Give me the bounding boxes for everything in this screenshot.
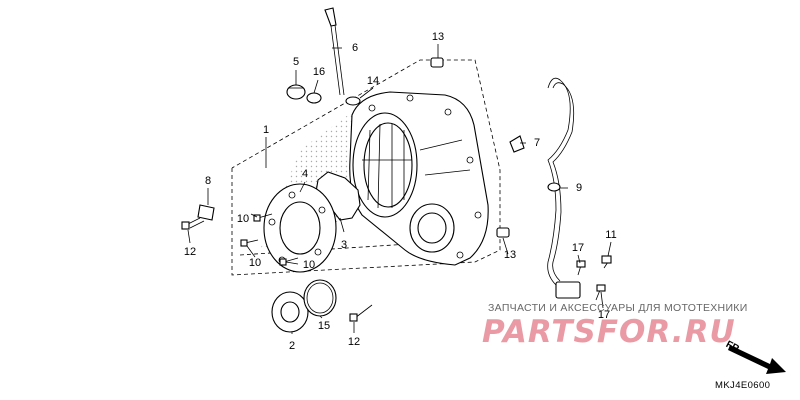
pulser-plate: [263, 183, 337, 273]
callout-labels: 1 2 3 4 5 6 7 8 9 10 10 10 11 12 12 13 1…: [184, 31, 617, 352]
breather-hose: [547, 77, 581, 299]
dowel-pin-top: [430, 57, 444, 68]
callout-1: 1: [263, 124, 269, 136]
seal-washer: [345, 96, 361, 106]
callout-3: 3: [341, 239, 347, 251]
callout-10b: 10: [249, 257, 261, 269]
clutch-cover: [349, 91, 489, 266]
callout-13b: 13: [504, 249, 516, 261]
callout-4: 4: [302, 168, 308, 180]
small-o-ring: [306, 92, 322, 104]
front-direction-arrow-icon: [728, 345, 786, 374]
callout-17a: 17: [572, 242, 584, 254]
callout-5: 5: [293, 56, 299, 68]
oil-dipstick: [324, 7, 345, 96]
callout-9: 9: [576, 182, 582, 194]
callout-12b: 12: [348, 336, 360, 348]
callout-13a: 13: [432, 31, 444, 43]
o-ring: [303, 279, 337, 317]
callout-10c: 10: [303, 259, 315, 271]
callout-12a: 12: [184, 246, 196, 258]
dowel-pin-bottom: [496, 227, 510, 238]
watermark-caption: ЗАПЧАСТИ И АКСЕССУАРЫ ДЛЯ МОТОТЕХНИКИ: [488, 302, 748, 314]
callout-14: 14: [367, 75, 379, 87]
watermark-logo: PARTSFOR.RU: [482, 314, 736, 350]
callout-6: 6: [352, 42, 358, 54]
callout-17b: 17: [598, 309, 610, 321]
filler-plug: [286, 84, 306, 100]
callout-7: 7: [534, 137, 540, 149]
callout-15: 15: [318, 320, 330, 332]
callout-16: 16: [313, 66, 325, 78]
cover-cap: [271, 291, 309, 333]
callout-11: 11: [605, 229, 616, 241]
bolt-set: [181, 204, 612, 322]
callout-2: 2: [289, 340, 295, 352]
callout-10a: 10: [237, 213, 249, 225]
diagram-code: MKJ4E0600: [715, 380, 771, 391]
hose-clip: [509, 135, 525, 153]
callout-8: 8: [205, 175, 211, 187]
leader-lines: [187, 44, 612, 334]
